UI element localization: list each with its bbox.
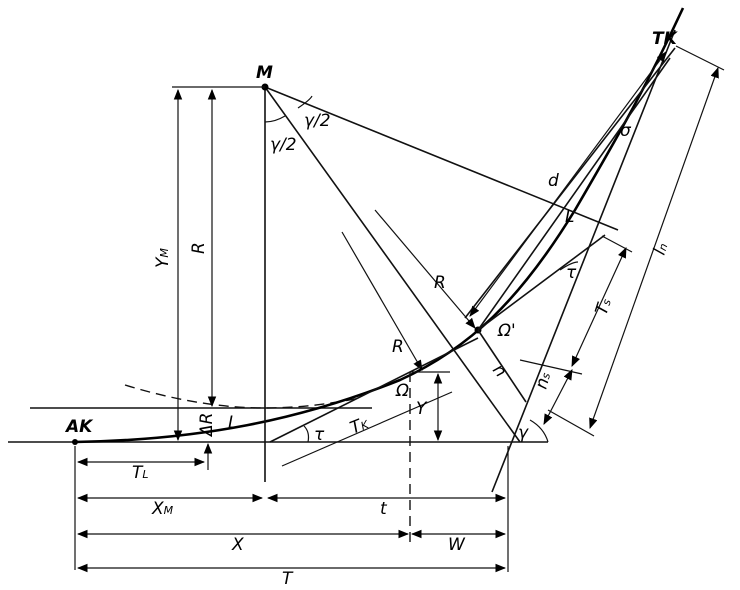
angle-arc-gamma-half-1 [264, 115, 286, 123]
label-gamma: γ [518, 423, 529, 443]
label-TK: TK [652, 29, 679, 49]
label-T: T [282, 569, 294, 589]
dim-ns [543, 369, 573, 425]
label-ln-main: l [650, 247, 671, 258]
dim-ln-ext1 [675, 45, 725, 71]
chord-to-Ts [477, 57, 671, 331]
angle-arc-tau-lower [303, 425, 310, 443]
label-XM-main: X [151, 499, 164, 519]
label-ln-sub: n [656, 242, 671, 253]
label-gamma-half-2: γ/2 [270, 135, 297, 155]
label-TL-sub: L [142, 468, 148, 481]
dim-ns-ext [519, 359, 583, 375]
label-L-upper: L [565, 207, 574, 227]
label-t: t [380, 499, 388, 519]
label-ln: ln [650, 240, 673, 257]
angle-arc-tau-upper [559, 261, 579, 271]
angle-arc-gamma-half-2 [297, 95, 313, 109]
label-W: W [448, 535, 466, 555]
label-tau-lower: τ [314, 425, 325, 445]
label-XM: XM [151, 499, 174, 519]
dim-Ts-ext [601, 235, 633, 253]
label-X: X [231, 535, 244, 555]
label-TK-dim: TK [347, 413, 372, 438]
label-Y: Y [416, 399, 428, 419]
label-TL: TL [132, 463, 149, 483]
label-Omega: Ω [395, 381, 409, 401]
angle-arc-gamma [529, 419, 549, 443]
label-tau-upper: τ [566, 263, 577, 283]
transition-curve [74, 7, 685, 444]
label-Omega-prime: Ω' [497, 321, 516, 341]
label-YM: YM [153, 248, 173, 268]
circle-extension-dashed [124, 384, 361, 409]
label-YM-main: Y [153, 256, 173, 268]
label-ns-sub: s [539, 371, 553, 380]
dim-ln-ext2 [547, 409, 595, 437]
label-gamma-half-1: γ/2 [304, 111, 331, 131]
label-TL-main: T [132, 463, 144, 483]
label-sigma: σ [620, 121, 632, 141]
dim-d [469, 51, 667, 317]
label-YM-sub: M [158, 248, 171, 258]
radius-M-to-Omega [264, 86, 521, 443]
dim-R-lower [341, 231, 423, 371]
label-ns: ns [532, 370, 556, 391]
label-delta-R: ΔR [197, 413, 217, 438]
dim-R-diag [374, 209, 476, 329]
label-L-lower: L [228, 413, 237, 433]
normal-n [477, 329, 527, 403]
label-AK: AK [64, 417, 94, 437]
label-Ts-sub: s [600, 297, 614, 307]
point-AK [72, 439, 78, 445]
label-XM-sub: M [164, 504, 174, 517]
label-n: n [488, 360, 510, 381]
label-ns-main: n [532, 376, 554, 392]
label-d: d [548, 171, 559, 191]
label-R-vertical: R [189, 242, 209, 254]
label-R-diag2: R [392, 337, 404, 357]
tangent-TK-line [269, 337, 479, 443]
line-Ts [477, 234, 606, 331]
label-R-diag1: R [434, 273, 446, 293]
dim-TK [281, 391, 453, 467]
label-Ts: Ts [592, 296, 616, 318]
label-M: M [256, 63, 273, 83]
